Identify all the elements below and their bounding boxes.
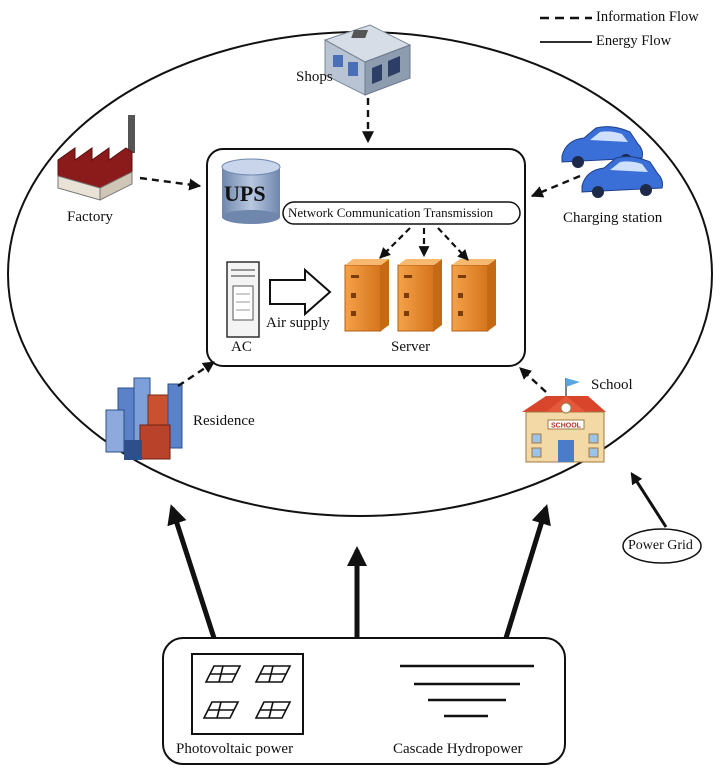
legend-energy-flow-label: Energy Flow [596,33,672,49]
shops-building-icon [323,24,412,96]
residence-label: Residence [193,413,255,429]
legend-information-flow-label: Information Flow [596,9,699,25]
school-arrow [519,367,547,393]
server-label: Server [391,339,431,355]
server-icon [344,259,389,332]
power-grid-oval [622,528,702,564]
residence-buildings-icon [105,377,183,460]
ups-icon [221,158,281,224]
energy-flow-arrows [167,504,551,639]
network-label: Network Communication Transmission [288,205,494,220]
ups-label: UPS [224,181,266,206]
network-to-server-arrows [379,227,469,261]
car-icon [581,156,663,198]
charging-arrow [530,174,581,198]
hydropower-label: Cascade Hydropower [393,741,523,757]
air-supply-arrow [269,267,332,317]
school-label: School [591,377,633,393]
school-sign: SCHOOL [551,423,582,430]
factory-arrow [139,176,202,191]
photovoltaic-label: Photovoltaic power [176,741,294,757]
ac-unit-icon [226,261,260,338]
solar-panels-icon [191,653,304,735]
network-pill [282,201,521,225]
charging-station-label: Charging station [563,210,663,226]
power-grid-arrow [630,471,668,528]
power-grid-label: Power Grid [628,538,693,553]
car-icon [561,126,643,168]
residence-arrow [177,361,215,387]
air-supply-label: Air supply [266,315,330,331]
server-icon [451,259,496,332]
cascade-hydropower-icon [400,664,534,718]
shops-label: Shops [296,69,333,85]
school-building-icon: SCHOOL [522,378,606,463]
server-icon [397,259,442,332]
ac-label: AC [231,339,252,355]
factory-label: Factory [67,209,113,225]
factory-icon [57,115,135,201]
